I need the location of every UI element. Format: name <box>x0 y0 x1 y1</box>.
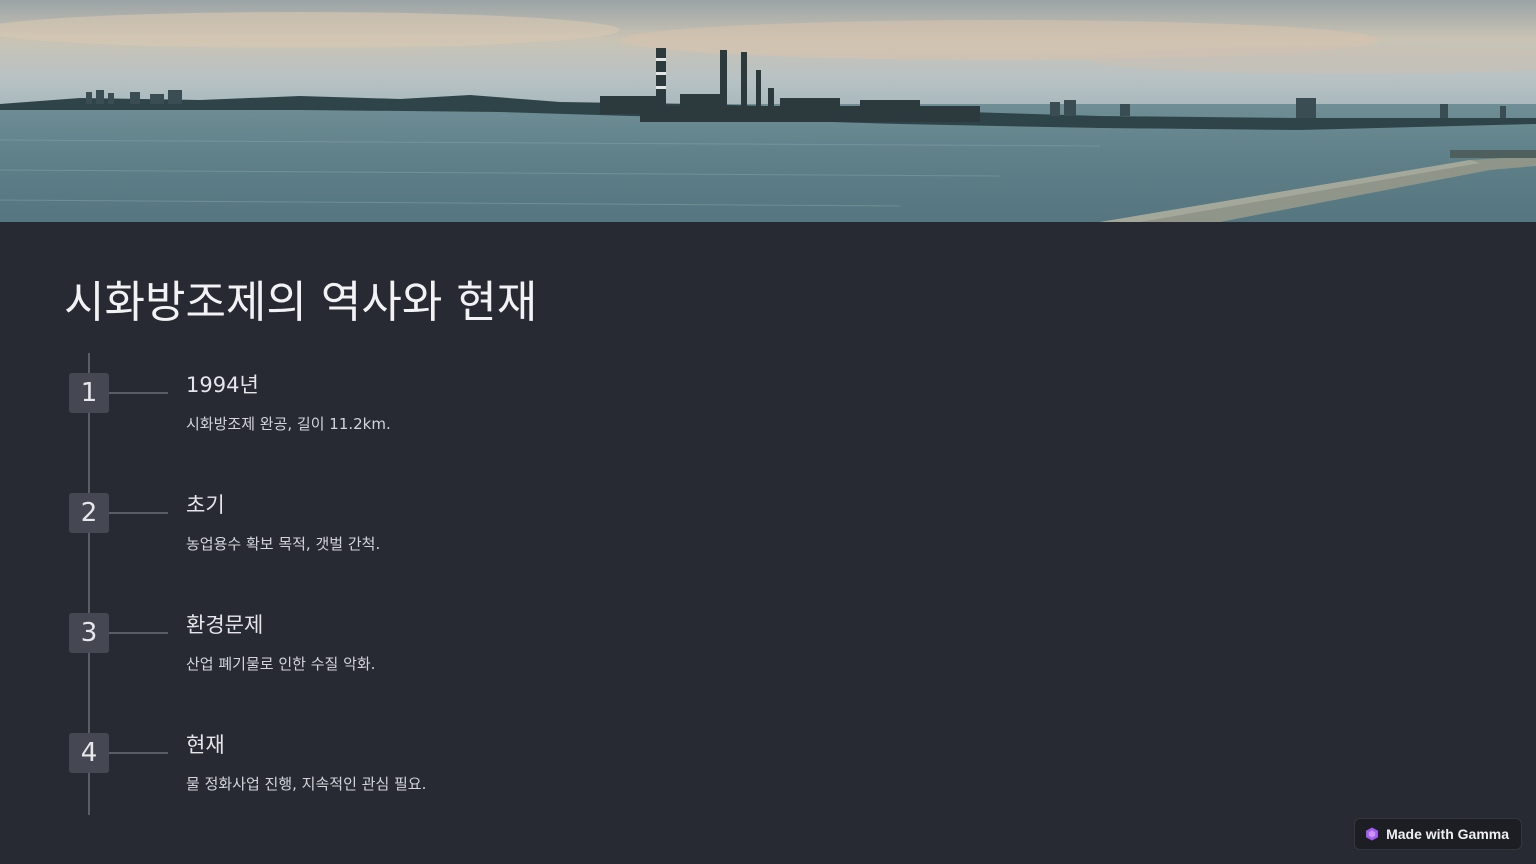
step-number-badge: 4 <box>69 733 109 773</box>
step-number-badge: 1 <box>69 373 109 413</box>
timeline-step-4: 4 현재 물 정화사업 진행, 지속적인 관심 필요. <box>0 733 700 833</box>
step-number-badge: 2 <box>69 493 109 533</box>
hero-image <box>0 0 1536 222</box>
slide-title: 시화방조제의 역사와 현재 <box>64 277 538 328</box>
step-description: 시화방조제 완공, 길이 11.2km. <box>186 415 391 433</box>
step-heading: 환경문제 <box>186 613 264 637</box>
made-with-gamma-button[interactable]: Made with Gamma <box>1354 818 1522 850</box>
timeline-step-3: 3 환경문제 산업 폐기물로 인한 수질 악화. <box>0 613 700 713</box>
gamma-label: Made with Gamma <box>1386 826 1509 842</box>
step-heading: 초기 <box>186 493 225 517</box>
step-connector <box>109 632 168 634</box>
step-heading: 현재 <box>186 733 225 757</box>
step-description: 농업용수 확보 목적, 갯벌 간척. <box>186 535 381 553</box>
step-connector <box>109 752 168 754</box>
timeline-step-2: 2 초기 농업용수 확보 목적, 갯벌 간척. <box>0 493 700 593</box>
timeline-step-1: 1 1994년 시화방조제 완공, 길이 11.2km. <box>0 373 700 473</box>
step-connector <box>109 392 168 394</box>
gamma-logo-icon <box>1366 827 1379 841</box>
step-connector <box>109 512 168 514</box>
step-number-badge: 3 <box>69 613 109 653</box>
step-heading: 1994년 <box>186 373 259 397</box>
step-description: 산업 폐기물로 인한 수질 악화. <box>186 655 376 673</box>
timeline-axis <box>88 353 90 815</box>
step-description: 물 정화사업 진행, 지속적인 관심 필요. <box>186 775 427 793</box>
